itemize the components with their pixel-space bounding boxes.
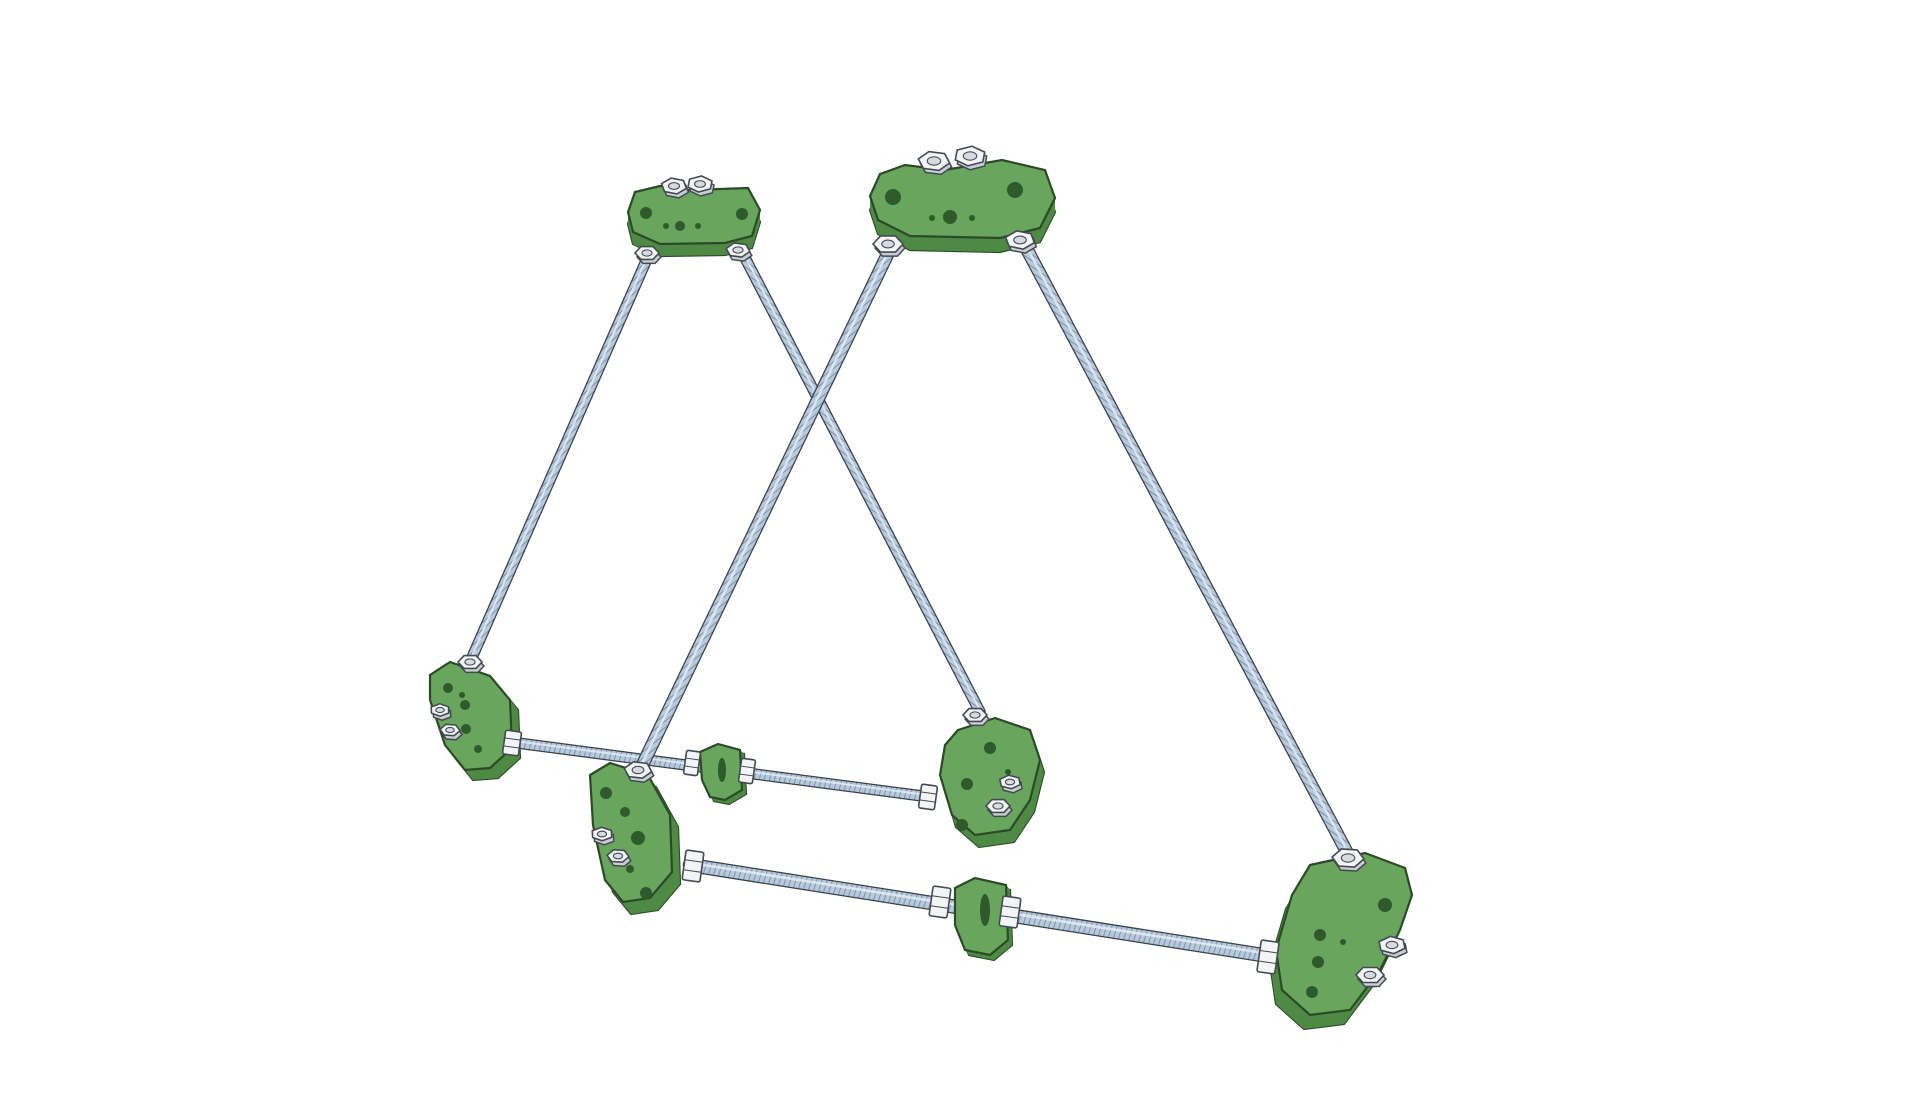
nut-rear-base-left [501,729,523,757]
nuts-group [430,145,1408,988]
nut-rear-right-foot-rod [961,707,991,727]
nut-front-top-left-rod [871,235,907,257]
nut-front-base-right [1256,939,1280,975]
rear-right-foot-bracket [938,716,1046,849]
nut-rear-right-foot-side-1 [998,774,1023,794]
rear-left-foot-bracket [428,660,522,782]
brackets-group [428,158,1414,1031]
nut-rear-base-clip-left [682,749,702,777]
nut-front-left-foot-side-1 [591,826,615,846]
nut-front-right-foot-side-1 [1378,935,1408,959]
rear-center-clip [698,742,748,806]
nut-front-top-right-rod [1004,230,1038,254]
nut-rear-top-right-rod [725,242,753,262]
front-right-diagonal-rod [1016,235,1357,865]
nut-front-base-clip-right [998,895,1022,929]
nut-rear-left-foot-side-2 [438,723,464,741]
rear-right-diagonal-rod [736,246,986,718]
nut-front-left-foot-rod [623,760,655,783]
nut-front-left-foot-side-2 [606,848,632,867]
front-center-clip [953,876,1014,962]
front-left-diagonal-rod [633,238,899,777]
nut-rear-base-clip-right [737,757,757,785]
nut-front-right-foot-side-2 [1354,966,1388,988]
front-right-foot-bracket [1268,851,1414,1031]
nut-front-right-foot-rod [1331,848,1367,872]
nut-front-top-1 [917,150,953,176]
nut-rear-top-left-rod [633,245,663,265]
nut-front-base-left [681,849,705,883]
nut-rear-top-1 [660,177,690,199]
nut-rear-left-foot-side-1 [430,702,452,721]
nut-rear-right-foot-side-2 [984,798,1014,818]
nut-front-base-clip-left [928,885,952,919]
rear-left-diagonal-rod [464,246,656,668]
nut-rear-left-foot-rod [456,654,486,674]
nut-front-top-2 [954,145,988,171]
nut-rear-base-right [917,783,939,811]
rods-group [464,235,1357,965]
nut-rear-top-2 [687,175,715,197]
front-top-vertex-bracket [868,158,1057,254]
